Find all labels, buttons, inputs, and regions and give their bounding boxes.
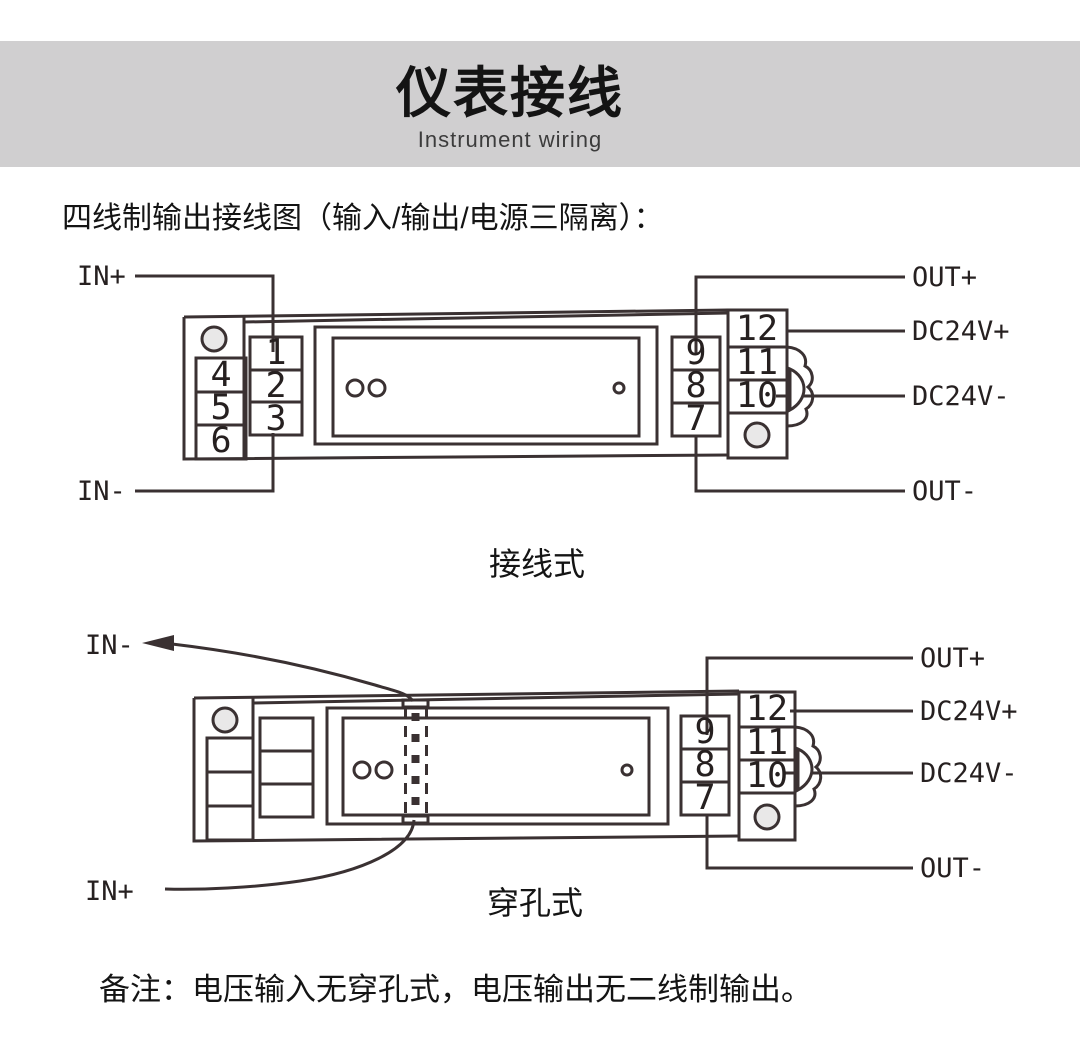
terminal-2: 2 [265, 365, 287, 406]
page-title: 仪表接线 [395, 62, 624, 124]
terminal-3: 3 [265, 398, 287, 439]
din-rail-clip [794, 725, 823, 808]
section-heading: 四线制输出接线图（输入/输出/电源三隔离）： [62, 202, 664, 235]
mounting-hole-icon [753, 803, 781, 831]
header-band [0, 41, 1080, 167]
display-window [325, 706, 670, 826]
terminal-12: 12 [735, 308, 779, 349]
terminal-11: 11 [735, 342, 779, 383]
page-subtitle: Instrument wiring [417, 127, 603, 152]
wired-label-out-minus: OUT- [912, 476, 978, 507]
piercing-label-in-minus: IN- [85, 630, 134, 661]
terminal-7: 7 [694, 777, 716, 818]
mounting-hole-icon [200, 325, 228, 353]
piercing-label-out-plus: OUT+ [920, 643, 986, 674]
led-indicator-icon [345, 378, 365, 398]
din-rail-clip [786, 345, 815, 428]
terminal-1: 1 [265, 332, 287, 373]
terminal-11: 11 [745, 722, 789, 763]
terminal-9: 9 [694, 711, 716, 752]
terminal-8: 8 [694, 744, 716, 785]
wired-label-out-plus: OUT+ [912, 262, 978, 293]
wired-label-dc24v-minus: DC24V- [912, 381, 1010, 412]
adjust-hole-icon [620, 763, 634, 777]
diagram-piercing-artwork [142, 635, 913, 891]
terminal-7: 7 [685, 398, 707, 439]
mounting-hole-icon [211, 706, 239, 734]
terminal-5: 5 [210, 387, 232, 428]
diagram-wired-artwork [135, 274, 905, 493]
wired-input-wires [135, 274, 275, 493]
terminal-12: 12 [745, 688, 789, 729]
terminal-8: 8 [685, 365, 707, 406]
mounting-hole-icon [743, 421, 771, 449]
piercing-label-out-minus: OUT- [920, 853, 986, 884]
piercing-caption: 穿孔式 [486, 885, 584, 921]
terminal-10: 10 [745, 755, 789, 796]
terminal-10: 10 [735, 375, 779, 416]
piercing-device-body [192, 689, 823, 843]
terminal-6: 6 [210, 420, 232, 461]
led-indicator-icon [352, 760, 372, 780]
piercing-label-dc24v-minus: DC24V- [920, 758, 1018, 789]
terminal-9: 9 [685, 332, 707, 373]
adjust-hole-icon [612, 381, 626, 395]
wired-caption: 接线式 [488, 546, 586, 582]
piercing-label-in-plus: IN+ [85, 876, 134, 907]
remark-note: 备注：电压输入无穿孔式，电压输出无二线制输出。 [99, 972, 812, 1007]
led-indicator-icon [374, 760, 394, 780]
piercing-label-dc24v-plus: DC24V+ [920, 696, 1018, 727]
wired-label-in-plus: IN+ [77, 261, 126, 292]
display-window [313, 325, 659, 446]
arrowhead-icon [142, 635, 174, 651]
wired-label-in-minus: IN- [77, 476, 126, 507]
through-hole-channel [401, 698, 430, 825]
wired-label-dc24v-plus: DC24V+ [912, 316, 1010, 347]
led-indicator-icon [367, 378, 387, 398]
wired-device-body [182, 308, 815, 461]
piercing-input-wires [142, 635, 416, 891]
terminal-4: 4 [210, 354, 232, 395]
